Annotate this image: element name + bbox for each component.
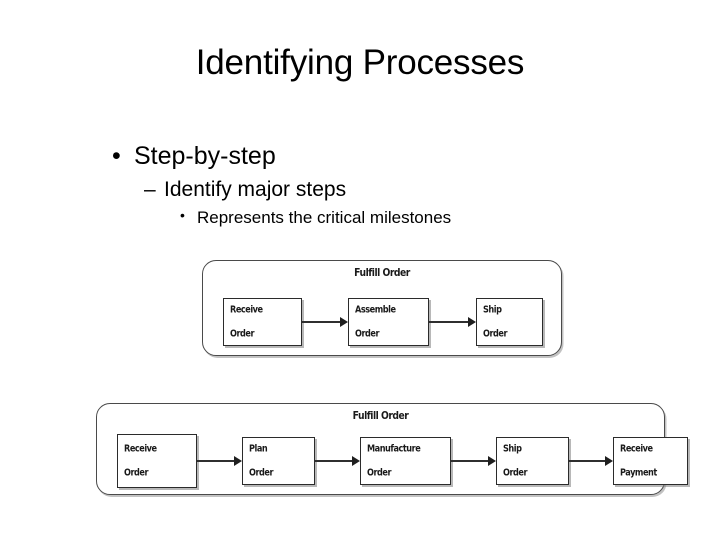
connector-arrow-3 [451, 456, 496, 466]
connector-arrow-1 [197, 456, 242, 466]
diagram-title: Fulfill Order [352, 409, 409, 422]
node-line-2: Order [230, 327, 255, 339]
node-line-2: Order [124, 466, 149, 478]
bullet-marker-level-1: • [112, 142, 121, 170]
process-diagram-fulfill-order-3-step: Fulfill Order Receive Order Assemble Ord… [202, 260, 562, 356]
node-line-1: Assemble [355, 304, 396, 316]
process-node-label: Assemble Order [355, 292, 402, 351]
connector-line [197, 460, 234, 462]
process-node-receive-order: Receive Order [117, 434, 197, 488]
process-node-label: Plan Order [249, 431, 277, 490]
connector-arrow-4 [569, 456, 613, 466]
node-line-2: Order [367, 466, 392, 478]
node-line-2: Payment [620, 466, 657, 478]
arrowhead-icon [488, 456, 496, 466]
process-node-label: Receive Order [124, 431, 162, 490]
connector-line [302, 321, 340, 323]
arrowhead-icon [234, 456, 242, 466]
page-title: Identifying Processes [195, 43, 525, 82]
node-line-2: Order [483, 327, 508, 339]
process-node-ship-order: Ship Order [496, 437, 569, 485]
node-line-1: Receive [230, 304, 263, 316]
process-diagram-fulfill-order-5-step: Fulfill Order Receive Order Plan Order M… [96, 403, 688, 495]
bullet-level-2: – Identify major steps [0, 176, 720, 204]
arrowhead-icon [605, 456, 613, 466]
process-node-label: Receive Order [230, 292, 268, 351]
node-line-1: Receive [620, 443, 653, 455]
process-node-receive-order: Receive Order [223, 298, 302, 346]
process-node-label: Ship Order [503, 431, 531, 490]
node-line-2: Order [355, 327, 380, 339]
node-line-1: Ship [483, 304, 502, 316]
diagram-title: Fulfill Order [354, 266, 410, 279]
node-line-1: Receive [124, 443, 157, 455]
process-node-label: Manufacture Order [367, 431, 429, 490]
connector-arrow-2 [315, 456, 360, 466]
connector-line [451, 460, 488, 462]
connector-line [569, 460, 605, 462]
node-line-2: Order [249, 466, 274, 478]
process-node-label: Receive Payment [620, 431, 663, 490]
connector-arrow-2 [429, 317, 476, 327]
arrowhead-icon [340, 317, 348, 327]
connector-line [429, 321, 468, 323]
connector-line [315, 460, 352, 462]
bullet-level-3: • Represents the critical milestones [0, 206, 720, 230]
arrowhead-icon [468, 317, 476, 327]
node-line-1: Manufacture [367, 443, 421, 455]
process-node-ship-order: Ship Order [476, 298, 543, 346]
flow-canvas: Receive Order Plan Order Manufacture Ord… [97, 404, 688, 494]
bullet-text-level-2: Identify major steps [164, 177, 347, 201]
node-line-1: Plan [249, 443, 268, 455]
process-node-plan-order: Plan Order [242, 437, 315, 485]
process-node-manufacture-order: Manufacture Order [360, 437, 451, 485]
process-node-label: Ship Order [483, 292, 511, 351]
bullet-level-1: • Step-by-step [0, 140, 720, 174]
bullet-marker-level-2: – [144, 177, 156, 201]
bullet-text-level-1: Step-by-step [134, 142, 276, 170]
bullet-marker-level-3: • [180, 207, 185, 224]
bullet-list: • Step-by-step – Identify major steps • … [0, 140, 720, 230]
process-node-receive-payment: Receive Payment [613, 437, 688, 485]
connector-arrow-1 [302, 317, 348, 327]
arrowhead-icon [352, 456, 360, 466]
flow-canvas: Receive Order Assemble Order Ship Order [203, 261, 561, 355]
node-line-1: Ship [503, 443, 522, 455]
process-node-assemble-order: Assemble Order [348, 298, 429, 346]
bullet-text-level-3: Represents the critical milestones [197, 208, 452, 228]
node-line-2: Order [503, 466, 528, 478]
